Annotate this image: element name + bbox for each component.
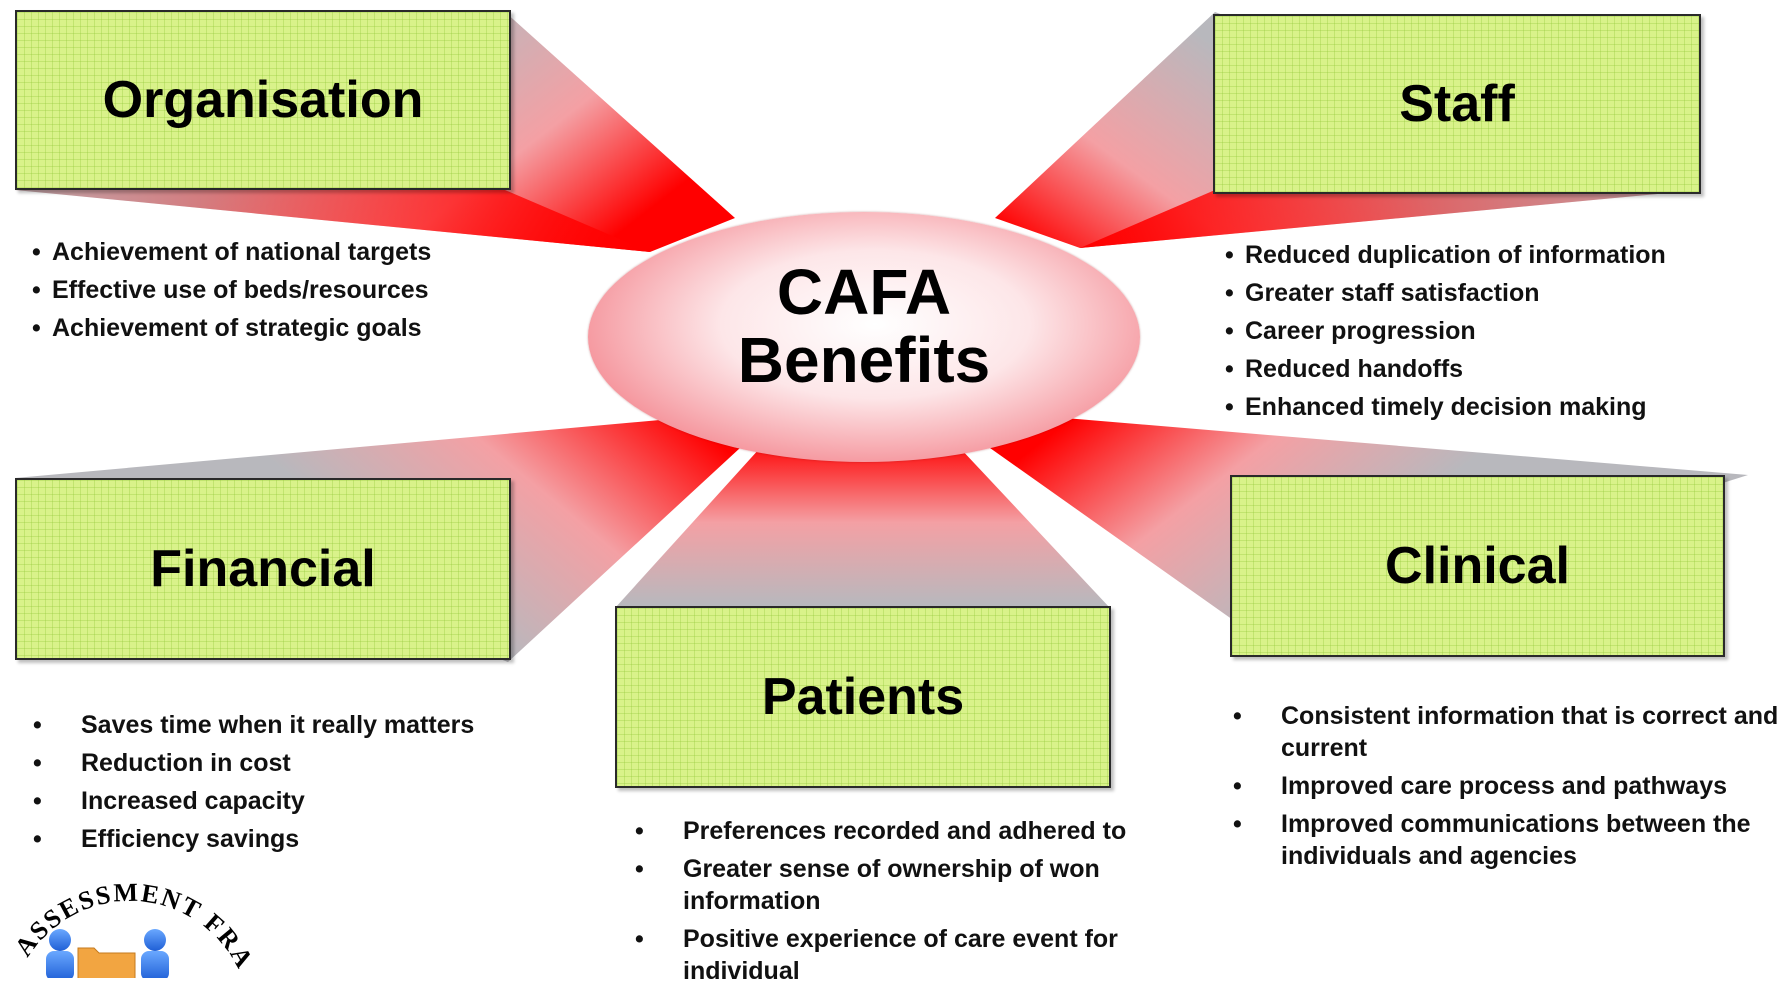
patients-box: Patients	[615, 606, 1111, 788]
staff-benefit-list: Reduced duplication of information Great…	[1225, 236, 1783, 426]
center-title-line2: Benefits	[737, 324, 991, 396]
center-title-line1: CAFA	[776, 256, 952, 328]
list-item: Reduced handoffs	[1225, 350, 1783, 388]
organisation-benefit-list: Achievement of national targets Effectiv…	[32, 233, 592, 347]
list-item: Reduction in cost	[28, 747, 588, 779]
list-item: Achievement of strategic goals	[32, 309, 592, 347]
list-item: Enhanced timely decision making	[1225, 388, 1783, 426]
list-item: Saves time when it really matters	[28, 709, 588, 741]
list-item: Increased capacity	[28, 785, 588, 817]
people-folder-icon: ASSESSMENT FRAMEW	[0, 848, 250, 978]
financial-title: Financial	[150, 540, 376, 598]
list-item: Greater staff satisfaction	[1225, 274, 1783, 312]
list-item: Positive experience of care event for in…	[630, 923, 1150, 987]
center-ellipse	[588, 212, 1140, 462]
list-item: Effective use of beds/resources	[32, 271, 592, 309]
staff-box: Staff	[1213, 14, 1701, 194]
ray-staff-edge	[1080, 190, 1700, 248]
financial-box: Financial	[15, 478, 511, 660]
list-item: Efficiency savings	[28, 823, 588, 855]
list-item: Consistent information that is correct a…	[1228, 700, 1783, 764]
list-item: Achievement of national targets	[32, 233, 592, 271]
patients-title: Patients	[761, 668, 965, 726]
organisation-title: Organisation	[102, 71, 424, 129]
organisation-box: Organisation	[15, 10, 511, 190]
patients-benefit-list: Preferences recorded and adhered to Grea…	[630, 815, 1150, 993]
center-title: CAFA Benefits	[588, 258, 1140, 394]
assessment-framework-logo: ASSESSMENT FRAMEW	[0, 848, 250, 978]
clinical-title: Clinical	[1385, 537, 1570, 595]
financial-benefit-list: Saves time when it really matters Reduct…	[28, 709, 588, 861]
ray-patients	[615, 448, 1110, 608]
list-item: Preferences recorded and adhered to	[630, 815, 1150, 847]
list-item: Career progression	[1225, 312, 1783, 350]
clinical-benefit-list: Consistent information that is correct a…	[1228, 700, 1783, 878]
list-item: Improved care process and pathways	[1228, 770, 1783, 802]
list-item: Reduced duplication of information	[1225, 236, 1783, 274]
staff-title: Staff	[1399, 75, 1515, 133]
list-item: Greater sense of ownership of won inform…	[630, 853, 1150, 917]
list-item: Improved communications between the indi…	[1228, 808, 1783, 872]
clinical-box: Clinical	[1230, 475, 1725, 657]
